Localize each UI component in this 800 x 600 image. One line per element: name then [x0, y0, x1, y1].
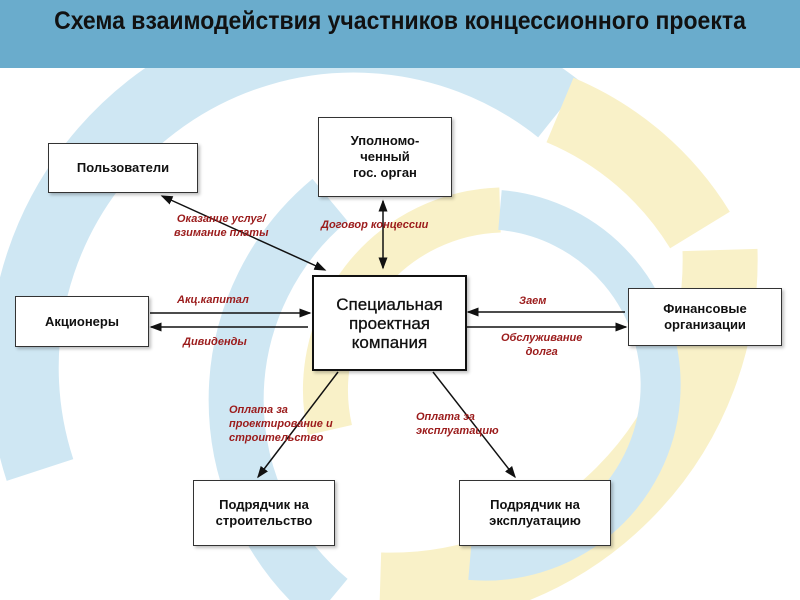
- label-line: Обслуживание: [501, 332, 583, 344]
- label-line: Оказание услуг/: [176, 213, 266, 225]
- label-line: проектирование и: [229, 418, 333, 430]
- node-label: компания: [351, 332, 428, 352]
- label-pay-construction: Оплата за проектирование и строительство: [229, 403, 333, 445]
- node-label: проектная: [348, 313, 431, 333]
- label-services: Оказание услуг/взимание платы: [174, 212, 268, 240]
- label-line: Оплата за: [416, 411, 475, 423]
- node-label: Уполномо-: [350, 133, 420, 148]
- label-line: Оплата за: [229, 404, 288, 416]
- node-shareholders: Акционеры: [15, 296, 149, 347]
- label-pay-operation: Оплата за эксплуатацию: [416, 410, 499, 438]
- label-capital: Акц.капитал: [177, 294, 249, 306]
- node-label: Подрядчик на строительство: [215, 497, 313, 528]
- label-line: взимание платы: [174, 227, 269, 239]
- node-label: Специальная: [336, 294, 443, 314]
- node-finance: Финансовые организации: [628, 288, 782, 346]
- label-line: долга: [525, 346, 558, 358]
- node-label: Пользователи: [76, 160, 170, 175]
- header-bar: [0, 0, 800, 68]
- label-concession: Договор концессии: [321, 219, 429, 231]
- node-label: ченный: [360, 149, 410, 164]
- node-users: Пользователи: [48, 143, 198, 193]
- label-loan: Заем: [519, 295, 547, 307]
- page-title: Схема взаимодействия участников концесси…: [54, 7, 746, 35]
- arrow-operation: [432, 371, 516, 479]
- label-dividends: Дивиденды: [183, 336, 247, 348]
- arrow-construction: [257, 371, 339, 479]
- node-label: Финансовые организации: [663, 301, 747, 332]
- node-label: Акционеры: [45, 313, 119, 329]
- arrow-users-spv: [160, 195, 327, 271]
- node-operation: Подрядчик на эксплуатацию: [459, 480, 611, 546]
- node-spv: Специальная проектная компания: [312, 275, 467, 371]
- label-debt-service: Обслуживание долга: [501, 331, 582, 359]
- node-label: гос. орган: [353, 165, 417, 180]
- node-label: Подрядчик на эксплуатацию: [489, 497, 581, 528]
- node-construction: Подрядчик на строительство: [193, 480, 335, 546]
- label-line: строительство: [229, 432, 324, 444]
- node-gov: Уполномо- ченный гос. орган: [318, 117, 452, 197]
- label-line: эксплуатацию: [416, 425, 499, 437]
